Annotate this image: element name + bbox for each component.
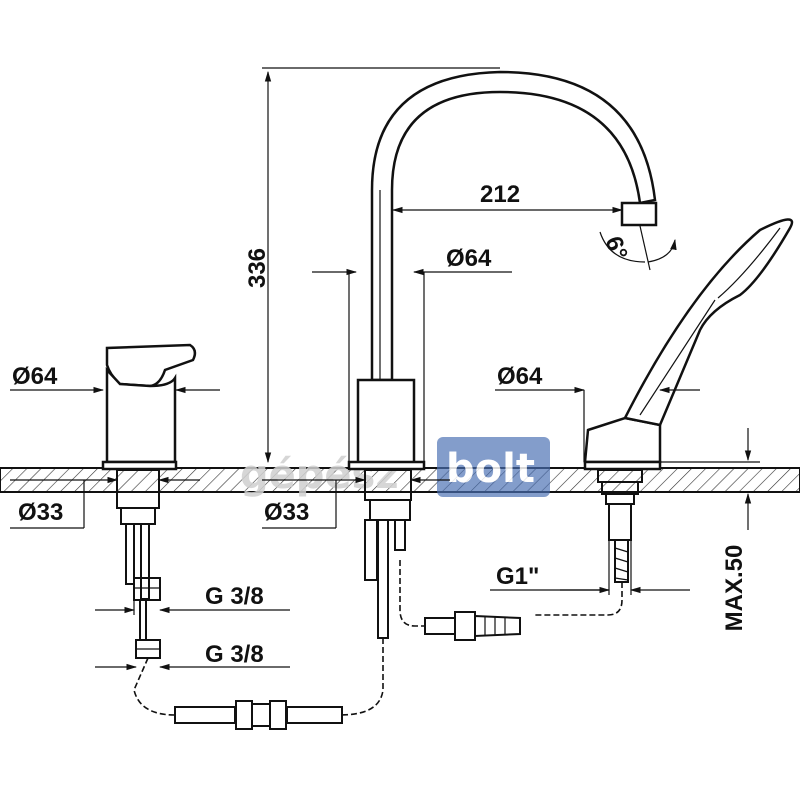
watermark-text-right: bolt — [446, 446, 535, 492]
connection-lower-label: G 3/8 — [205, 641, 264, 668]
angle-label: 6° — [599, 233, 632, 264]
dimension-lines — [10, 67, 760, 671]
mixer-body — [101, 343, 197, 659]
reach-label: 212 — [480, 181, 520, 208]
hoses — [133, 560, 623, 716]
shower-connection-label: G1" — [496, 563, 539, 590]
countertop — [0, 467, 800, 493]
connection-upper-label: G 3/8 — [205, 583, 264, 610]
mixer-diameter-label: Ø64 — [12, 363, 58, 390]
shower-body — [424, 218, 794, 641]
shower-diameter-label: Ø64 — [497, 363, 543, 390]
max-thickness-label: MAX.50 — [721, 545, 748, 632]
spout-hole-label: Ø33 — [264, 499, 309, 526]
height-label: 336 — [244, 248, 271, 288]
mixer-hole-label: Ø33 — [18, 499, 63, 526]
spout-diameter-label: Ø64 — [446, 245, 492, 272]
connector-hose — [174, 700, 343, 730]
spout-body — [347, 70, 658, 639]
